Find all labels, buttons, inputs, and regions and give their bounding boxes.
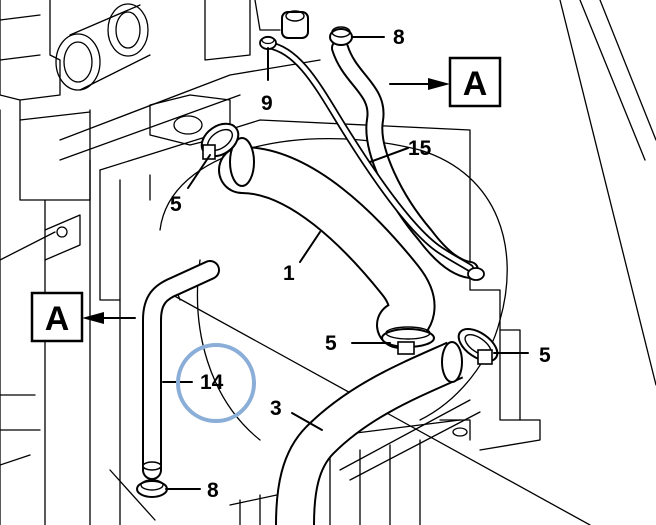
pipe-fitting-top xyxy=(281,10,309,39)
view-arrow-left-icon xyxy=(82,312,104,324)
hose-clamp-5-right xyxy=(457,328,499,365)
callout-1: 1 xyxy=(283,262,295,285)
callout-3: 3 xyxy=(270,397,282,420)
callout-5-right: 5 xyxy=(539,344,551,367)
hose-end-fitting-right xyxy=(467,267,485,281)
callout-9: 9 xyxy=(261,92,273,115)
leader-lines xyxy=(89,36,529,490)
hose-3-lower-radiator-hose xyxy=(275,341,481,525)
view-marker-left-label: A xyxy=(45,300,70,338)
callout-8-top: 8 xyxy=(393,26,405,49)
callout-5-middle: 5 xyxy=(325,332,337,355)
callout-15: 15 xyxy=(408,137,432,160)
hose-clamp-8-bottom xyxy=(136,479,168,498)
callout-5-left: 5 xyxy=(170,193,182,216)
hose-15-breather-line xyxy=(264,39,479,279)
callout-highlight-circle xyxy=(176,343,256,423)
view-marker-top-right-label: A xyxy=(463,65,488,103)
hose-clamp-5-middle xyxy=(381,326,435,355)
hose-clamp-5-left xyxy=(200,122,240,160)
hose-clamp-8-top xyxy=(329,26,353,46)
hose-14-vent-hose xyxy=(142,260,220,480)
view-arrow-top-right-icon xyxy=(428,78,450,90)
callout-8-bottom: 8 xyxy=(207,479,219,502)
view-marker-top-right: A xyxy=(448,56,502,108)
hose-1-upper-radiator-hose xyxy=(218,137,436,349)
view-marker-left: A xyxy=(30,291,84,343)
callout-14: 14 xyxy=(200,371,224,394)
